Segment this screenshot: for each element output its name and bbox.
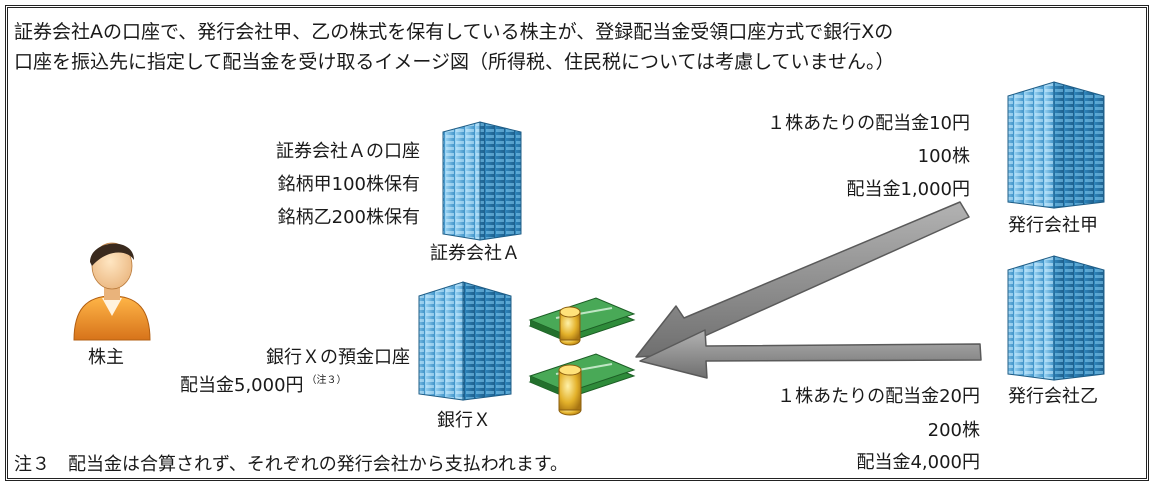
- issuer-a-building-icon: [1007, 81, 1105, 209]
- money-stack-lower-icon: [528, 353, 636, 416]
- arrow-from-issuer-a: [635, 201, 970, 358]
- shareholder-label: 株主: [88, 347, 124, 368]
- diagram-frame: [5, 5, 1149, 481]
- shareholder-avatar-icon: [73, 242, 151, 341]
- holding-a-label: 銘柄甲100株保有: [277, 174, 420, 195]
- bank-dividend-amount: 配当金5,000円: [180, 375, 304, 396]
- securities-account-label: 証券会社Ａの口座: [276, 141, 420, 162]
- bank-label: 銀行Ｘ: [437, 410, 491, 431]
- issuer-b-dividend-total: 配当金4,000円: [856, 452, 980, 473]
- issuer-b-per-share-dividend: １株あたりの配当金20円: [777, 386, 980, 407]
- bank-note-reference: （注３）: [306, 375, 347, 386]
- header-line-1: 証券会社Aの口座で、発行会社甲、乙の株式を保有している株主が、登録配当金受領口座…: [14, 21, 894, 43]
- issuer-b-building-icon: [1007, 255, 1105, 381]
- securities-company-building-icon: [442, 121, 522, 241]
- securities-company-label: 証券会社Ａ: [430, 243, 520, 264]
- arrow-from-issuer-b: [639, 329, 982, 379]
- money-stack-upper-icon: [528, 297, 636, 346]
- issuer-a-label: 発行会社甲: [1008, 215, 1098, 236]
- bank-dividend-label: 配当金5,000円（注３）: [180, 375, 347, 400]
- issuer-b-shares: 200株: [927, 420, 980, 441]
- header-line-2: 口座を振込先に指定して配当金を受け取るイメージ図（所得税、住民税については考慮し…: [14, 51, 895, 73]
- issuer-a-dividend-total: 配当金1,000円: [846, 179, 970, 200]
- issuer-b-label: 発行会社乙: [1008, 386, 1098, 407]
- issuer-a-per-share-dividend: １株あたりの配当金10円: [767, 113, 970, 134]
- footnote: 注３ 配当金は合算されず、それぞれの発行会社から支払われます。: [14, 454, 569, 475]
- bank-account-label: 銀行Ｘの預金口座: [266, 347, 410, 368]
- issuer-a-shares: 100株: [917, 146, 970, 167]
- holding-b-label: 銘柄乙200株保有: [277, 207, 420, 228]
- bank-building-icon: [418, 281, 512, 401]
